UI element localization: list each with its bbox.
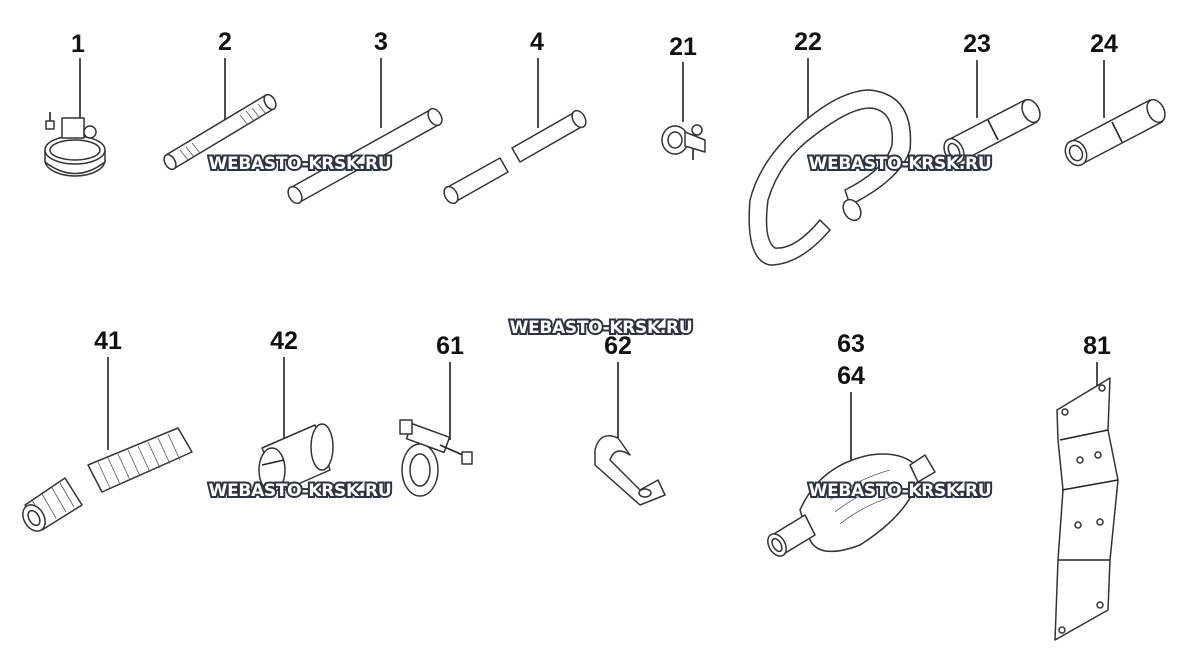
watermark: WEBASTO-KRSK.RU — [809, 481, 992, 501]
label-24: 24 — [1090, 30, 1118, 58]
part-1-hose-clamp — [44, 58, 106, 177]
part-42-grommet — [258, 357, 334, 493]
part-22-bent-hose — [748, 58, 912, 266]
label-3: 3 — [374, 28, 388, 56]
part-21-clamp — [661, 62, 706, 160]
part-3-hose — [287, 58, 443, 205]
part-81-bracket — [1054, 362, 1119, 641]
part-24-connector — [1064, 60, 1166, 167]
label-62: 62 — [604, 332, 632, 360]
part-2-sleeve — [163, 58, 277, 171]
label-23: 23 — [963, 30, 991, 58]
part-23-connector — [943, 60, 1041, 165]
watermark: WEBASTO-KRSK.RU — [809, 154, 992, 174]
watermark: WEBASTO-KRSK.RU — [209, 481, 392, 501]
label-61: 61 — [436, 332, 464, 360]
part-61-clamp — [399, 362, 473, 497]
label-41: 41 — [94, 327, 122, 355]
label-1: 1 — [71, 30, 85, 58]
label-63: 63 — [837, 330, 865, 358]
watermark: WEBASTO-KRSK.RU — [510, 318, 693, 338]
part-63-64-silencer — [767, 392, 936, 557]
label-64: 64 — [837, 362, 865, 390]
label-4: 4 — [530, 28, 544, 56]
label-81: 81 — [1083, 332, 1111, 360]
part-62-p-clip — [594, 362, 666, 506]
label-2: 2 — [218, 28, 232, 56]
part-4-hose — [443, 58, 587, 205]
part-41-corrugated-hose — [22, 357, 193, 532]
label-21: 21 — [669, 33, 697, 61]
label-42: 42 — [270, 327, 298, 355]
watermark: WEBASTO-KRSK.RU — [209, 154, 392, 174]
label-22: 22 — [794, 28, 822, 56]
